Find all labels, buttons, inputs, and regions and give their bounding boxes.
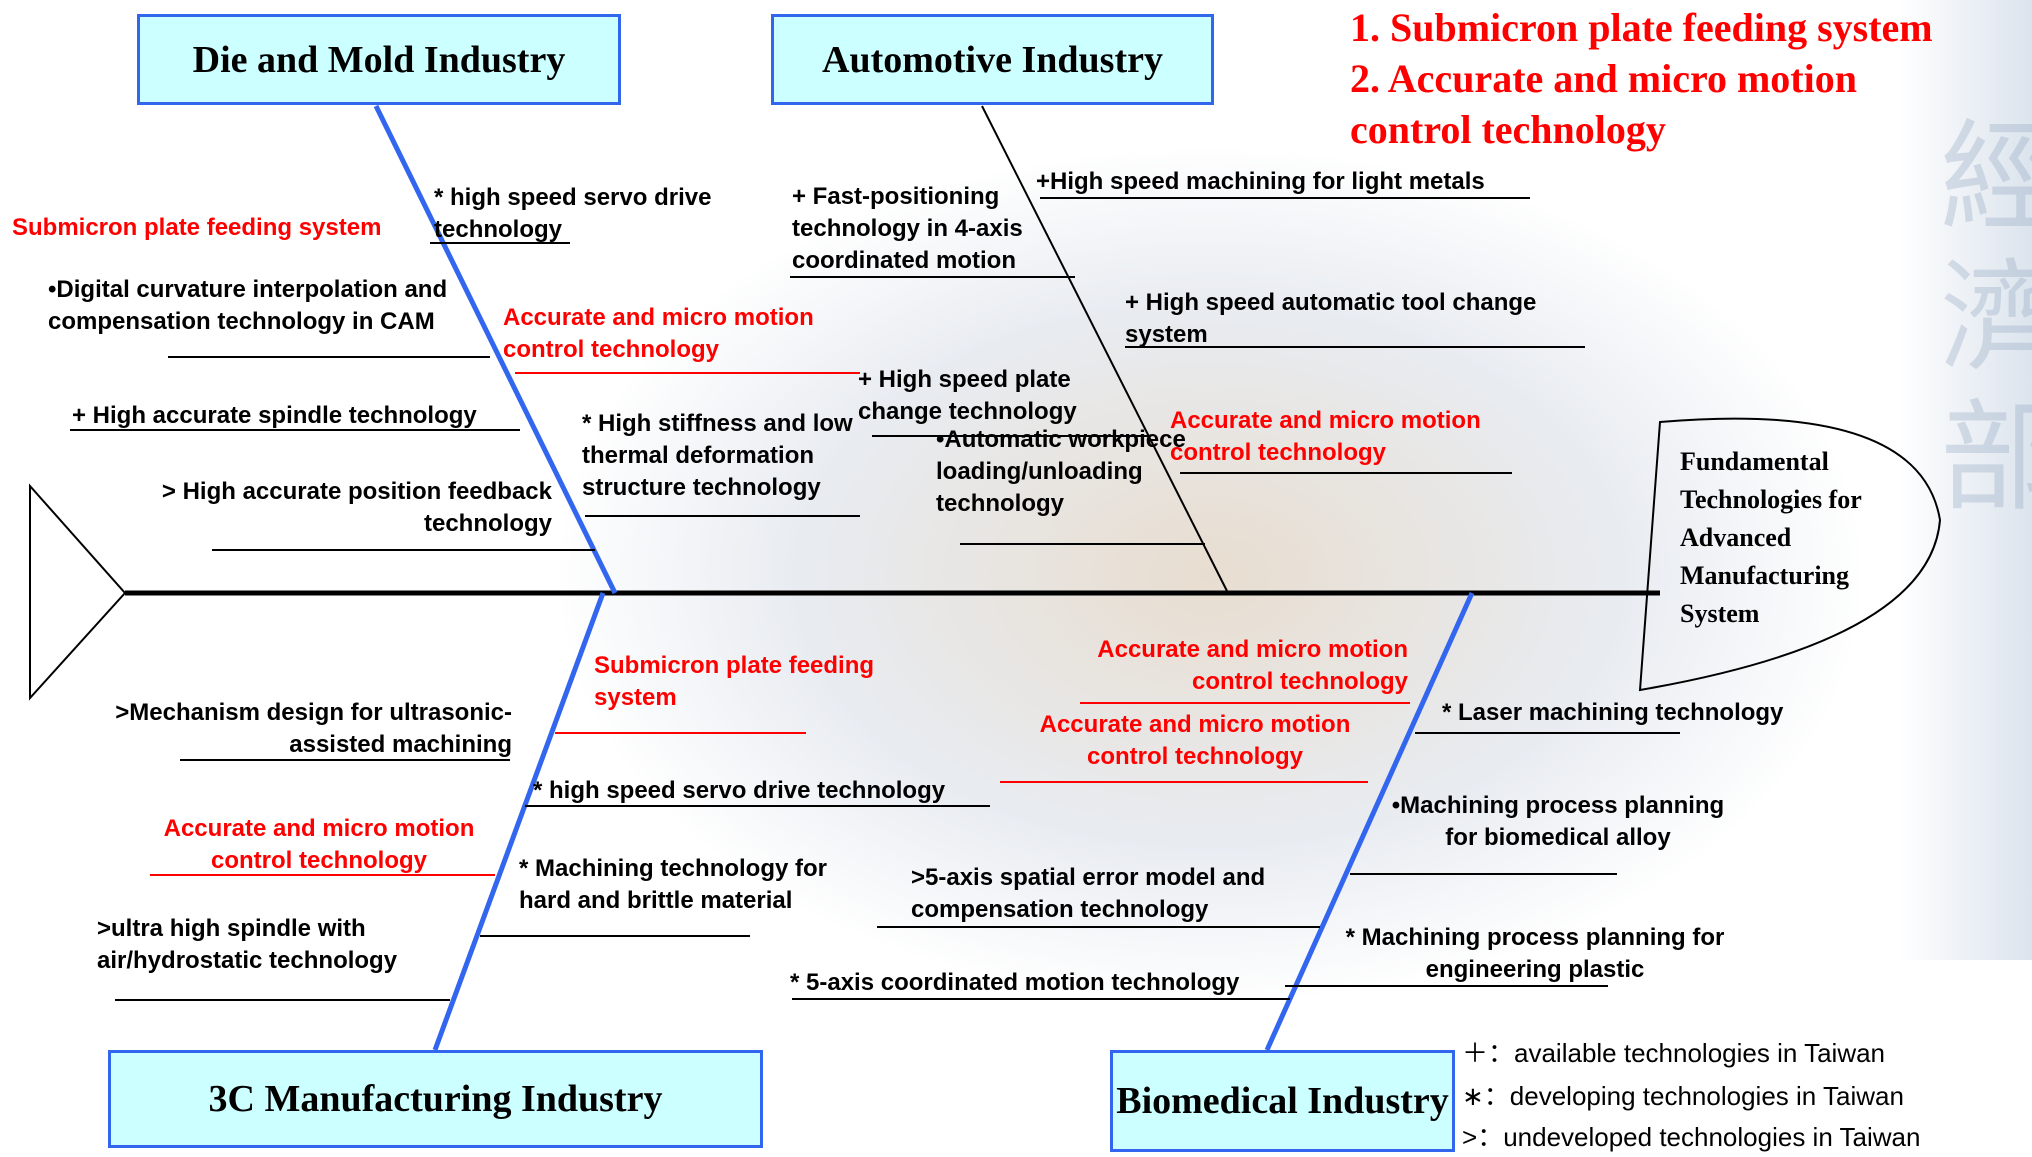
legend-item-undeveloped: >：undeveloped technologies in Taiwan [1462,1117,1920,1157]
automotive-item-toolchange: + High speed automatic tool change syste… [1125,289,1537,348]
legend-text: ：undeveloped technologies in Taiwan [1477,1122,1921,1152]
greater-than-symbol: > [1462,1122,1478,1152]
background-image [560,150,1860,1000]
automotive-industry-label: Automotive Industry [822,38,1163,81]
die-mold-item-servo: * high speed servo drive technology [434,184,712,243]
die-mold-item-stiffness: * High stiffness and low thermal deforma… [582,410,853,501]
automotive-item-workpiece: •Automatic workpiece loading/unloading t… [936,426,1186,517]
3c-industry-box: 3C Manufacturing Industry [108,1050,763,1148]
3c-item-servo: * high speed servo drive technology [533,777,946,804]
3c-item-spindle: >ultra high spindle with air/hydrostatic… [97,915,398,974]
legend-item-available: ＋：available technologies in Taiwan [1462,1033,1885,1073]
biomedical-industry-label: Biomedical Industry [1116,1080,1449,1122]
bone-3c [432,592,606,1051]
biomedical-item-laser: * Laser machining technology [1442,699,1784,726]
head-shape [1638,417,1942,692]
tail-shape [29,483,127,701]
biomedical-item-plastic: * Machining process planning for enginee… [1345,924,1725,983]
plus-symbol: ＋ [1462,1038,1489,1068]
biomedical-item-accurate-1: Accurate and micro motion control techno… [1097,636,1408,695]
automotive-industry-box: Automotive Industry [771,14,1214,105]
head-label: Fundamental Technologies for Advanced Ma… [1680,447,1862,628]
die-mold-item-spindle: + High accurate spindle technology [72,402,477,429]
bone-biomedical [1264,591,1475,1052]
3c-item-submicron: Submicron plate feeding system [594,652,875,711]
biomedical-item-alloy: •Machining process planning for biomedic… [1391,792,1725,851]
legend-text: ：developing technologies in Taiwan [1483,1081,1904,1111]
3c-item-accurate: Accurate and micro motion control techno… [163,815,475,874]
3c-industry-label: 3C Manufacturing Industry [208,1078,663,1120]
3c-item-hard: * Machining technology for hard and brit… [519,855,828,914]
biomedical-item-fiveaxis: * 5-axis coordinated motion technology [790,969,1240,996]
automotive-item-accurate: Accurate and micro motion control techno… [1170,407,1481,466]
automotive-item-fast: + Fast-positioning technology in 4-axis … [792,183,1023,274]
die-mold-industry-label: Die and Mold Industry [192,38,566,81]
watermark-char: 部 [1940,389,2032,528]
watermark-strip [1900,0,2032,960]
3c-item-ultrasonic: >Mechanism design for ultrasonic-assiste… [115,699,512,758]
die-mold-item-accurate: Accurate and micro motion control techno… [503,304,814,363]
biomedical-industry-box: Biomedical Industry [1110,1050,1455,1152]
bone-automotive [981,105,1229,594]
key-technology-1: 1. Submicron plate feeding system [1350,5,1933,50]
biomedical-item-accurate-2: Accurate and micro motion control techno… [1039,711,1351,770]
watermark-char: 濟 [1940,249,2032,388]
biomedical-item-error: >5-axis spatial error model and compensa… [911,864,1266,923]
watermark-char: 經 [1940,109,2032,248]
die-mold-item-submicron: Submicron plate feeding system [12,214,382,241]
key-technology-2: 2. Accurate and micro motion control tec… [1350,56,1857,152]
die-mold-industry-box: Die and Mold Industry [137,14,621,105]
die-mold-item-feedback: > High accurate position feedback techno… [161,478,552,537]
legend-text: ：available technologies in Taiwan [1488,1038,1886,1068]
die-mold-item-curvature: •Digital curvature interpolation and com… [48,276,448,335]
asterisk-symbol: ∗ [1462,1081,1484,1111]
legend-item-developing: ∗：developing technologies in Taiwan [1462,1076,1904,1116]
bone-die-mold [373,104,618,595]
automotive-item-plate: + High speed plate change technology [858,366,1077,425]
automotive-item-light: +High speed machining for light metals [1036,168,1485,195]
